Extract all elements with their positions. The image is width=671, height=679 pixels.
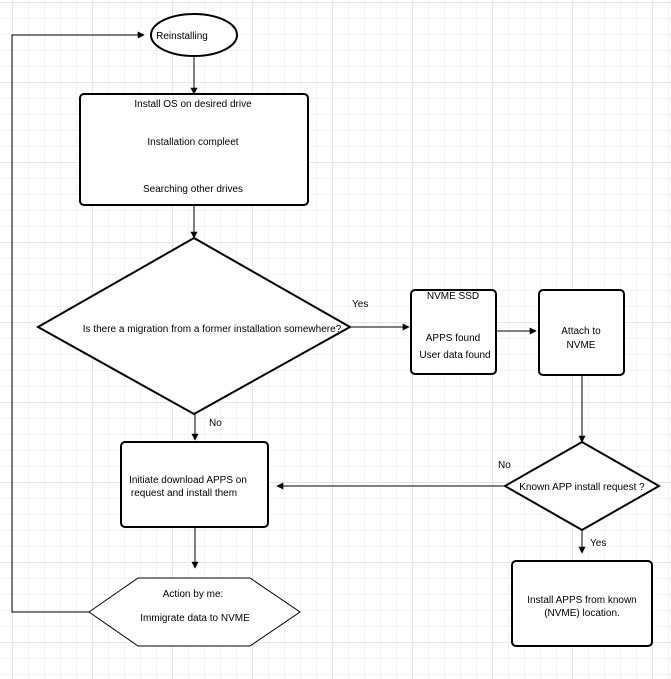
user-data-found-label: User data found: [419, 350, 490, 361]
known-app-question-label: Known APP install request ?: [519, 482, 645, 493]
reinstalling-ellipse: [150, 13, 238, 57]
known-app-diamond: [502, 440, 662, 532]
action-line2-label: Immigrate data to NVME: [140, 613, 250, 624]
node-known-app-decision[interactable]: Known APP install request ?: [502, 440, 662, 532]
node-migration-decision[interactable]: Is there a migration from a former insta…: [35, 236, 353, 416]
initiate-line2-label: request and install them: [131, 488, 237, 499]
install-known-box: [511, 560, 653, 647]
searching-drives-label: Searching other drives: [143, 184, 243, 195]
install-known-line2-label: (NVME) location.: [544, 608, 620, 619]
migration-no-label: No: [209, 418, 222, 429]
migration-yes-label: Yes: [352, 299, 368, 310]
initiate-line1-label: Initiate download APPS on: [129, 475, 247, 486]
node-action-by-me[interactable]: Action by me: Immigrate data to NVME: [88, 577, 301, 647]
node-install-known[interactable]: Install APPS from known (NVME) location.: [511, 560, 653, 647]
node-initiate-download[interactable]: Initiate download APPS on request and in…: [120, 441, 269, 528]
nvme-found-box: [410, 289, 497, 375]
initiate-download-box: [120, 441, 269, 528]
attach-line1-label: Attach to: [561, 326, 601, 337]
node-nvme-found[interactable]: NVME SSD APPS found User data found: [410, 289, 497, 375]
nvme-ssd-label: NVME SSD: [427, 291, 479, 302]
attach-line2-label: NVME: [567, 340, 596, 351]
install-known-line1-label: Install APPS from known: [527, 595, 637, 606]
node-attach-nvme[interactable]: Attach to NVME: [538, 289, 625, 376]
migration-diamond: [35, 236, 353, 416]
apps-found-label: APPS found: [426, 333, 480, 344]
install-os-label: Install OS on desired drive: [134, 99, 252, 110]
known-yes-label: Yes: [590, 538, 606, 549]
install-process-box: [79, 93, 309, 206]
migration-question-label: Is there a migration from a former insta…: [83, 324, 342, 335]
node-install-process[interactable]: Install OS on desired drive Installation…: [79, 93, 309, 206]
known-no-label: No: [498, 460, 511, 471]
installation-complete-label: Installation compleet: [147, 137, 238, 148]
node-reinstalling[interactable]: Reinstalling: [150, 13, 238, 57]
edge-loop-back: [11, 31, 145, 613]
attach-nvme-box: [538, 289, 625, 376]
reinstalling-label: Reinstalling: [156, 31, 208, 42]
action-hexagon: [88, 577, 301, 647]
action-line1-label: Action by me:: [163, 589, 224, 600]
